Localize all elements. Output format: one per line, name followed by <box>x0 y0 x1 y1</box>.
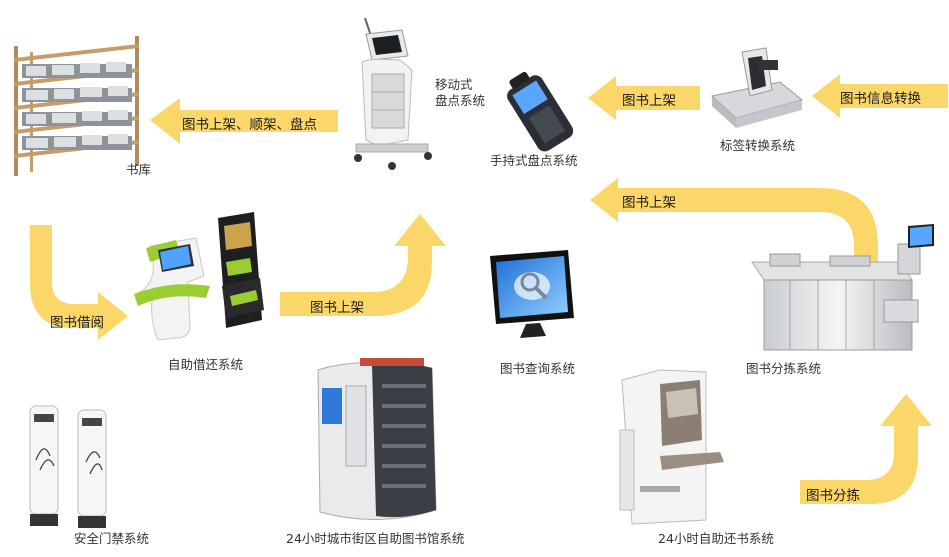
label-mobile-inventory-line1: 移动式 <box>435 77 473 92</box>
arrow-shelve-top <box>590 178 878 262</box>
query-monitor-icon <box>490 250 574 338</box>
arrow-shelve-center <box>280 214 446 316</box>
label-city-library: 24小时城市街区自助图书馆系统 <box>286 531 465 546</box>
label-tag-convert: 标签转换系统 <box>720 138 796 153</box>
self-service-kiosk-icon <box>134 212 264 341</box>
arrow-sort <box>800 394 932 504</box>
label-mobile-inventory-line2: 盘点系统 <box>435 93 486 109</box>
label-gate: 安全门禁系统 <box>74 531 150 546</box>
arrow-label-shelve-right: 图书上架 <box>622 93 676 109</box>
arrow-label-shelve-top: 图书上架 <box>622 195 676 211</box>
label-mobile-inventory: 移动式 盘点系统 <box>435 77 485 110</box>
arrow-label-sort: 图书分拣 <box>806 488 860 504</box>
arrow-label-shelve-center: 图书上架 <box>310 300 364 316</box>
return-machine-icon <box>619 369 724 525</box>
security-gate-icon <box>29 405 107 528</box>
mobile-cart-icon <box>354 17 432 170</box>
arrow-label-info-convert: 图书信息转换 <box>840 91 921 107</box>
arrow-label-borrow: 图书借阅 <box>50 315 104 331</box>
arrow-label-shelve-sort-inventory: 图书上架、顺架、盘点 <box>182 117 317 133</box>
arrow-info-convert <box>812 74 948 118</box>
label-query: 图书查询系统 <box>500 361 576 376</box>
tag-converter-icon <box>710 47 804 128</box>
label-return: 24小时自助还书系统 <box>658 531 774 546</box>
label-self-service: 自助借还系统 <box>168 357 244 372</box>
arrow-shelve-right <box>588 76 700 120</box>
label-handheld: 手持式盘点系统 <box>490 153 578 168</box>
bookshelf-icon <box>14 36 139 176</box>
arrow-shelve-sort-inventory <box>150 98 338 144</box>
handheld-scanner-icon <box>507 71 574 152</box>
arrow-borrow <box>30 225 128 340</box>
sorting-machine-icon <box>751 224 934 351</box>
label-bookstore: 书库 <box>126 162 152 177</box>
label-sorting: 图书分拣系统 <box>746 361 822 376</box>
city-library-icon <box>317 358 437 521</box>
